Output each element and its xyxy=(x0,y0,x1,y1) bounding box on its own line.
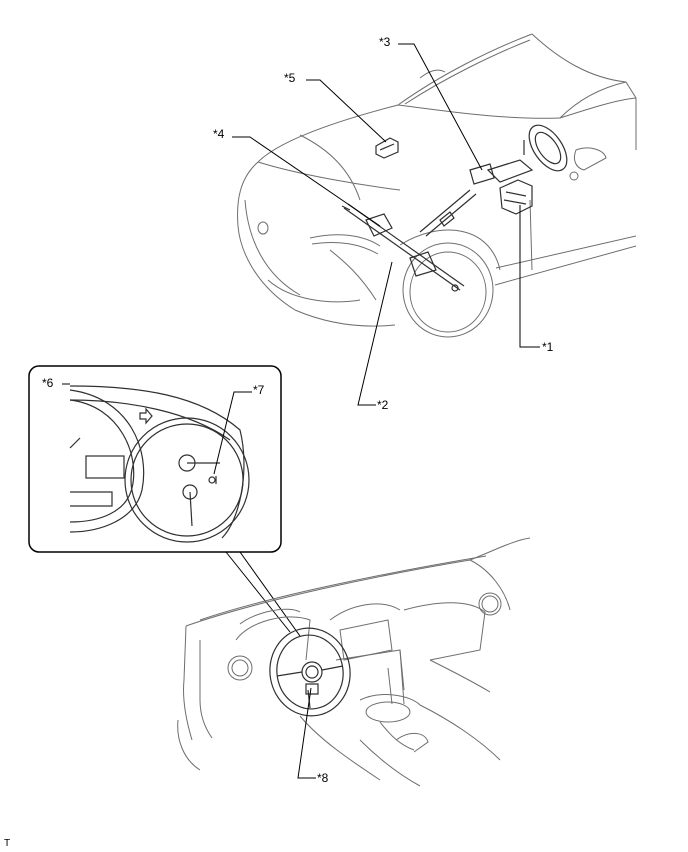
combination-meter-inset xyxy=(28,365,282,553)
steering-wheel-interior xyxy=(269,627,351,717)
ecu-module xyxy=(375,137,399,159)
leader-lines-inset xyxy=(62,383,252,475)
callout-3: *3 xyxy=(379,35,391,49)
intermediate-shaft xyxy=(419,189,477,237)
vehicle-front-outline xyxy=(237,33,637,338)
inset-pointer xyxy=(225,551,301,637)
interior-dashboard xyxy=(177,537,531,787)
callout-8: *8 xyxy=(317,771,329,785)
column-motor-assembly xyxy=(469,159,534,215)
leader-lines-vehicle xyxy=(232,43,540,406)
callout-2: *2 xyxy=(377,398,389,412)
callout-1: *1 xyxy=(542,340,554,354)
leader-lines-interior xyxy=(297,687,316,779)
footer-code: T xyxy=(4,838,11,849)
callout-6: *6 xyxy=(42,376,54,390)
callout-5: *5 xyxy=(284,71,296,85)
callout-4: *4 xyxy=(213,127,225,141)
callout-7: *7 xyxy=(253,383,265,397)
steering-wheel-vehicle xyxy=(523,124,568,172)
